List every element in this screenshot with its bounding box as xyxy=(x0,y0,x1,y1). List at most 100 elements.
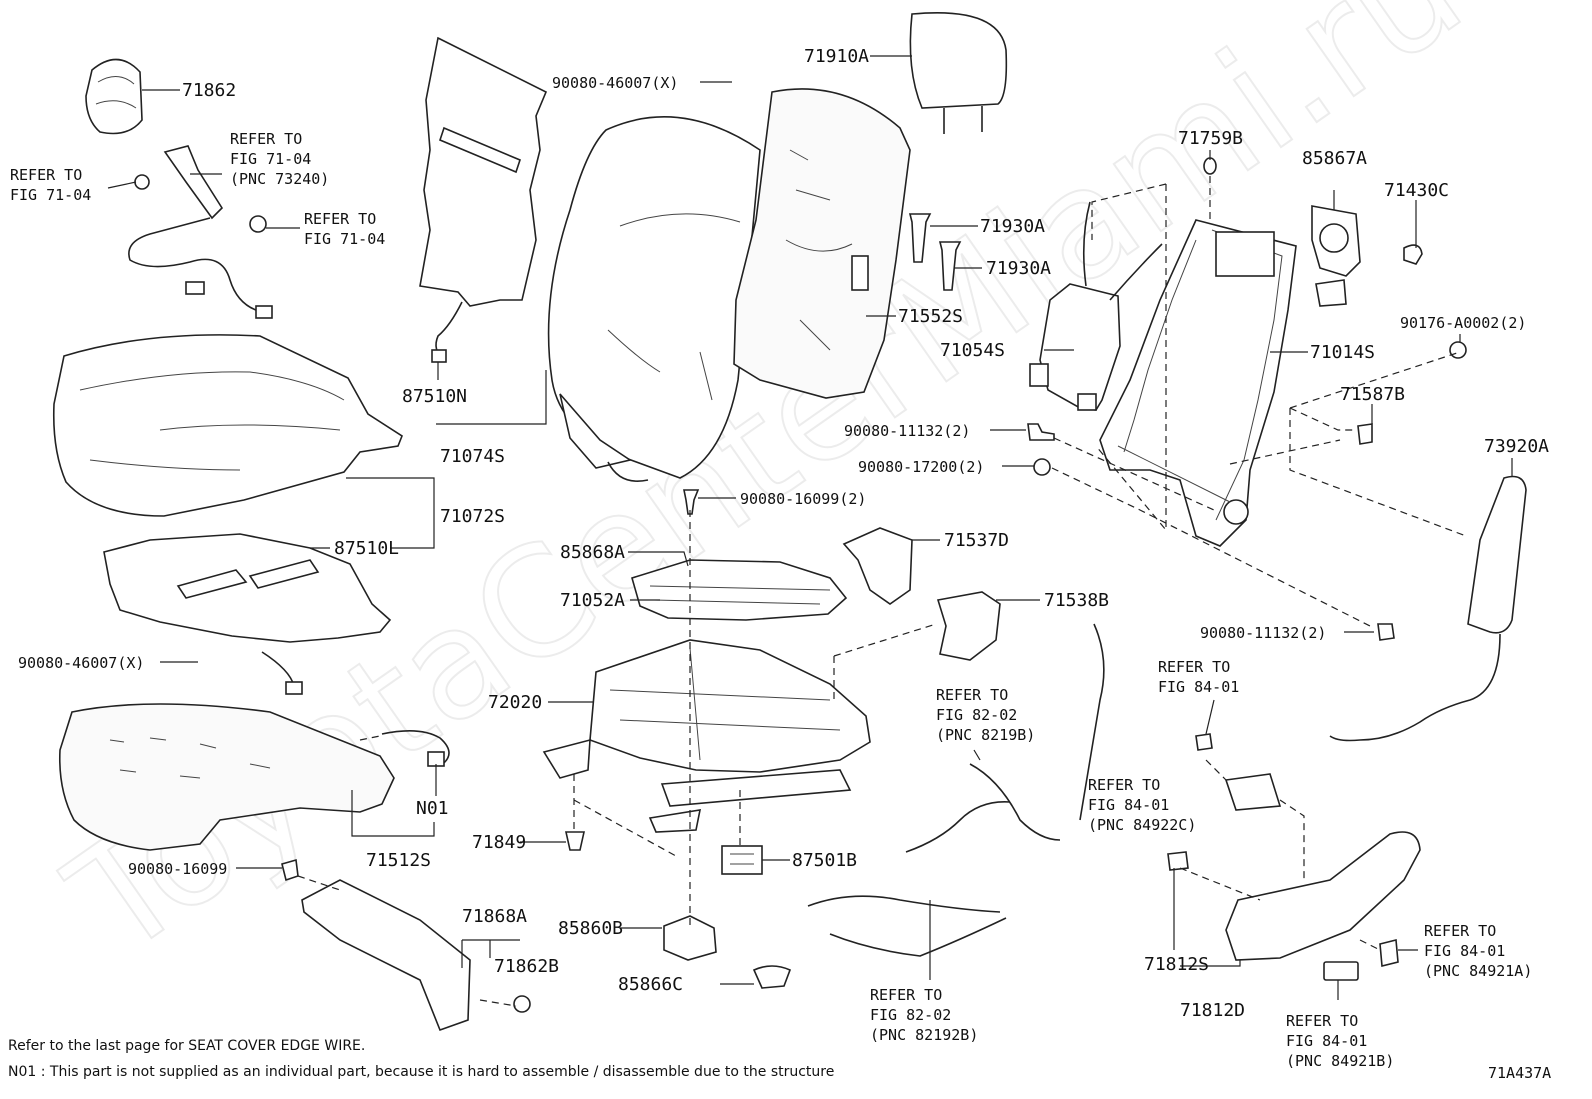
bracket-71537D-drawing xyxy=(842,527,913,605)
svg-text:REFER TO: REFER TO xyxy=(1088,776,1160,794)
svg-text:FIG 84-01: FIG 84-01 xyxy=(1158,678,1239,696)
note-N01: N01 : This part is not supplied as an in… xyxy=(8,1064,834,1080)
label-N01: N01 xyxy=(416,798,449,819)
label-90080-17200: 90080-17200(2) xyxy=(858,458,984,476)
nut-90080-17200-drawing xyxy=(1033,458,1051,476)
seatback-pad-71552S-drawing xyxy=(733,88,911,399)
label-85860B: 85860B xyxy=(558,918,623,939)
spring-assy-71052A-drawing xyxy=(631,559,848,621)
wire-harness-upper-drawing xyxy=(905,623,1105,853)
assembly-lines xyxy=(297,176,1467,1007)
label-87501B: 87501B xyxy=(792,850,857,871)
label-90080-16099: 90080-16099 xyxy=(128,860,227,878)
screw-71812S-drawing xyxy=(1167,851,1189,871)
headrest-guide-71930A-drawing xyxy=(908,213,962,291)
label-72020: 72020 xyxy=(488,692,542,713)
nut-90176-A0002-drawing xyxy=(1449,341,1467,359)
label-71930A-1: 71930A xyxy=(980,216,1045,237)
svg-text:(PNC 84922C): (PNC 84922C) xyxy=(1088,816,1196,834)
lumbar-frame-71054S-drawing xyxy=(1029,201,1163,411)
note-seat-cover-edge-wire: Refer to the last page for SEAT COVER ED… xyxy=(8,1038,365,1054)
svg-text:FIG 82-02: FIG 82-02 xyxy=(870,1006,951,1024)
svg-text:REFER TO: REFER TO xyxy=(1158,658,1230,676)
svg-text:(PNC 73240): (PNC 73240) xyxy=(230,170,329,188)
label-87510N: 87510N xyxy=(402,386,467,407)
refer-block-82-02-pnc82192B: REFER TO FIG 82-02 (PNC 82192B) xyxy=(870,986,978,1044)
label-71054S: 71054S xyxy=(940,340,1005,361)
motor-85867A-drawing xyxy=(1311,205,1361,307)
refer-blocks: REFER TO FIG 71-04 (PNC 73240) REFER TO … xyxy=(10,130,1532,1070)
svg-text:REFER TO: REFER TO xyxy=(1424,922,1496,940)
part-labels: 71862 71910A 90080-46007(X) 71759B 85867… xyxy=(18,46,1549,1021)
refer-block-71-04-left: REFER TO FIG 71-04 xyxy=(10,166,91,204)
refer-block-84-01-pnc84922C: REFER TO FIG 84-01 (PNC 84922C) xyxy=(1088,776,1196,834)
label-90176-A0002: 90176-A0002(2) xyxy=(1400,314,1526,332)
bolt-90080-11132-b-drawing xyxy=(1377,623,1395,641)
seatback-heater-87510N-drawing xyxy=(419,36,548,363)
motor-85860B-drawing xyxy=(663,915,717,961)
knob-84921B-drawing xyxy=(1323,961,1359,981)
side-trim-73920A-drawing xyxy=(1329,475,1527,742)
label-71072S: 71072S xyxy=(440,506,505,527)
label-71052A: 71052A xyxy=(560,590,625,611)
label-71910A: 71910A xyxy=(804,46,869,67)
svg-text:(PNC 84921B): (PNC 84921B) xyxy=(1286,1052,1394,1070)
side-shield-71812D-drawing xyxy=(1225,831,1421,961)
svg-text:FIG 84-01: FIG 84-01 xyxy=(1286,1032,1367,1050)
seatback-frame-71014S-drawing xyxy=(1099,219,1297,547)
label-71552S: 71552S xyxy=(898,306,963,327)
svg-text:FIG 84-01: FIG 84-01 xyxy=(1088,796,1169,814)
label-71849: 71849 xyxy=(472,832,526,853)
refer-block-84-01-top: REFER TO FIG 84-01 xyxy=(1158,658,1239,696)
refer-block-84-01-pnc84921A: REFER TO FIG 84-01 (PNC 84921A) xyxy=(1424,922,1532,980)
svg-text:(PNC 84921A): (PNC 84921A) xyxy=(1424,962,1532,980)
clip-71587B-drawing xyxy=(1357,423,1373,445)
svg-text:(PNC 8219B): (PNC 8219B) xyxy=(936,726,1035,744)
cushion-cover-71072S-drawing xyxy=(52,334,403,517)
wire-harness-lower-drawing xyxy=(807,895,1007,957)
bolt-84-01-drawing xyxy=(1195,733,1213,751)
label-85868A: 85868A xyxy=(560,542,625,563)
label-71430C: 71430C xyxy=(1384,180,1449,201)
cap-85866C-drawing xyxy=(752,965,792,989)
label-71862: 71862 xyxy=(182,80,236,101)
label-90080-46007-left: 90080-46007(X) xyxy=(18,654,144,672)
svg-text:REFER TO: REFER TO xyxy=(10,166,82,184)
cushion-pad-71512S-drawing xyxy=(58,703,395,851)
label-71862B: 71862B xyxy=(494,956,559,977)
label-85866C: 85866C xyxy=(618,974,683,995)
label-90080-11132-b: 90080-11132(2) xyxy=(1200,624,1326,642)
bolt-90080-11132-a-drawing xyxy=(1027,423,1055,441)
label-71074S: 71074S xyxy=(440,446,505,467)
refer-block-71-04-pnc73240: REFER TO FIG 71-04 (PNC 73240) xyxy=(230,130,329,188)
diagram-code: 71A437A xyxy=(1488,1064,1551,1082)
label-87510L: 87510L xyxy=(334,538,399,559)
svg-text:REFER TO: REFER TO xyxy=(304,210,376,228)
seat-adjuster-72020-drawing xyxy=(542,639,871,833)
svg-text:FIG 71-04: FIG 71-04 xyxy=(10,186,91,204)
svg-text:FIG 71-04: FIG 71-04 xyxy=(304,230,385,248)
label-73920A: 73920A xyxy=(1484,436,1549,457)
label-90080-16099-2: 90080-16099(2) xyxy=(740,490,866,508)
svg-text:REFER TO: REFER TO xyxy=(936,686,1008,704)
svg-text:FIG 71-04: FIG 71-04 xyxy=(230,150,311,168)
label-90080-11132-a: 90080-11132(2) xyxy=(844,422,970,440)
bolt-90080-16099-2-drawing xyxy=(683,489,700,515)
leader-lines xyxy=(107,55,1513,1000)
switch-84922C-drawing xyxy=(1224,773,1282,811)
label-71537D: 71537D xyxy=(944,530,1009,551)
harness-N01-drawing xyxy=(381,730,450,767)
label-71014S: 71014S xyxy=(1310,342,1375,363)
bracket-71538B-drawing xyxy=(936,591,1001,661)
knob-84921A-drawing xyxy=(1379,938,1399,968)
front-cover-71868A-drawing xyxy=(301,879,531,1032)
clip-71430C-drawing xyxy=(1403,244,1423,265)
label-71587B: 71587B xyxy=(1340,384,1405,405)
plug-71849-drawing xyxy=(565,831,585,851)
label-85867A: 85867A xyxy=(1302,148,1367,169)
refer-block-82-02-pnc8219B: REFER TO FIG 82-02 (PNC 8219B) xyxy=(936,686,1035,744)
seat-belt-buckle-drawing xyxy=(128,145,273,319)
label-71812S: 71812S xyxy=(1144,954,1209,975)
cover-71862-drawing xyxy=(85,58,143,135)
